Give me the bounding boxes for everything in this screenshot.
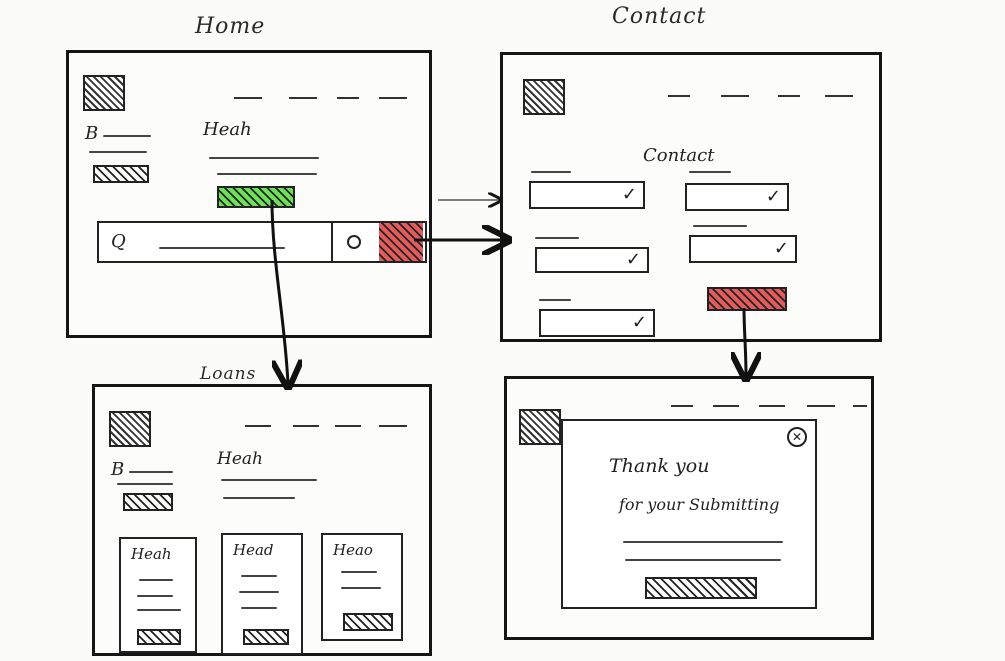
shield-icon [347, 235, 361, 249]
field-label [693, 225, 747, 227]
field-label [539, 299, 571, 301]
loan-card-line [241, 607, 277, 609]
nav-link[interactable] [825, 95, 853, 97]
email-field[interactable]: ✓ [685, 183, 789, 211]
subject-field[interactable]: ✓ [689, 235, 797, 263]
loan-card-title: Head [233, 541, 274, 559]
loan-card-line [341, 587, 381, 589]
loan-card-line [139, 579, 173, 581]
hero-heading: Heah [203, 119, 252, 140]
filter-field[interactable] [333, 221, 427, 263]
label-contact: Contact [612, 4, 707, 29]
check-icon: ✓ [773, 238, 789, 259]
nav-link[interactable] [759, 405, 785, 407]
close-icon[interactable]: ✕ [787, 427, 807, 447]
loans-cta-button[interactable] [217, 186, 295, 208]
check-icon: ✓ [625, 249, 641, 270]
loan-card-button[interactable] [243, 629, 289, 645]
label-loans: Loans [200, 364, 257, 384]
thankyou-ok-button[interactable] [645, 577, 757, 599]
nav-link[interactable] [337, 97, 359, 99]
sidebar-button[interactable] [123, 493, 173, 511]
message-field[interactable]: ✓ [539, 309, 655, 337]
search-placeholder-line [159, 247, 285, 249]
name-field[interactable]: ✓ [529, 181, 645, 209]
loan-card-line [241, 575, 277, 577]
nav-link[interactable] [721, 95, 749, 97]
field-label [531, 171, 571, 173]
nav-link[interactable] [668, 95, 690, 97]
search-bar[interactable]: Q [97, 221, 333, 263]
thankyou-text-line [623, 541, 783, 543]
loan-card[interactable]: Head [221, 533, 303, 655]
logo-icon [523, 79, 565, 115]
hero-text-line [217, 173, 317, 175]
loan-card-button[interactable] [137, 629, 181, 645]
sidebar-button[interactable] [93, 165, 149, 183]
field-label [689, 171, 731, 173]
thankyou-line1: Thank you [609, 455, 710, 477]
nav-link[interactable] [335, 425, 361, 427]
sidebar-line [117, 483, 173, 485]
thankyou-wireframe: ✕ Thank you for your Submitting [504, 376, 874, 640]
nav-link[interactable] [778, 95, 800, 97]
loans-heading: Heah [217, 449, 263, 469]
logo-icon [519, 409, 561, 445]
loans-text-line [221, 479, 317, 481]
thankyou-text-line [625, 559, 781, 561]
nav-link[interactable] [853, 405, 867, 407]
logo-icon [109, 411, 151, 447]
field-label [535, 237, 579, 239]
contact-cta-button[interactable] [379, 223, 423, 261]
nav-link[interactable] [671, 405, 693, 407]
nav-link[interactable] [289, 97, 317, 99]
thankyou-line2: for your Submitting [619, 495, 780, 514]
check-icon: ✓ [631, 312, 647, 333]
loan-card-button[interactable] [343, 613, 393, 631]
loan-card[interactable]: Heao [321, 533, 403, 641]
check-icon: ✓ [765, 186, 781, 207]
loan-card-line [239, 591, 279, 593]
loan-card-line [137, 595, 173, 597]
loan-card-title: Heah [131, 545, 172, 563]
hero-text-line [209, 157, 319, 159]
contact-wireframe: Contact ✓ ✓ ✓ ✓ ✓ [500, 52, 882, 342]
loan-card-line [137, 609, 181, 611]
contact-heading: Contact [643, 145, 715, 166]
check-icon: ✓ [621, 184, 637, 205]
nav-link[interactable] [807, 405, 835, 407]
sidebar-line [89, 151, 147, 153]
submit-button[interactable] [707, 287, 787, 311]
sidebar-glyph: B [111, 459, 125, 480]
nav-link[interactable] [245, 425, 271, 427]
nav-link[interactable] [234, 97, 262, 99]
loan-card-title: Heao [333, 541, 373, 559]
home-wireframe: B Heah Q [66, 50, 432, 338]
logo-icon [83, 75, 125, 111]
sidebar-line [129, 471, 173, 473]
nav-link[interactable] [713, 405, 739, 407]
sidebar-glyph: B [85, 123, 99, 144]
label-home: Home [195, 14, 266, 39]
nav-link[interactable] [379, 425, 407, 427]
sidebar-line [103, 135, 151, 137]
thankyou-modal: ✕ Thank you for your Submitting [561, 419, 817, 609]
nav-link[interactable] [293, 425, 319, 427]
loan-card[interactable]: Heah [119, 537, 197, 653]
loans-wireframe: B Heah Heah Head Heao [92, 384, 432, 656]
search-icon: Q [111, 231, 126, 252]
loan-card-line [341, 571, 377, 573]
loans-text-line [223, 497, 295, 499]
nav-link[interactable] [379, 97, 407, 99]
phone-field[interactable]: ✓ [535, 247, 649, 273]
